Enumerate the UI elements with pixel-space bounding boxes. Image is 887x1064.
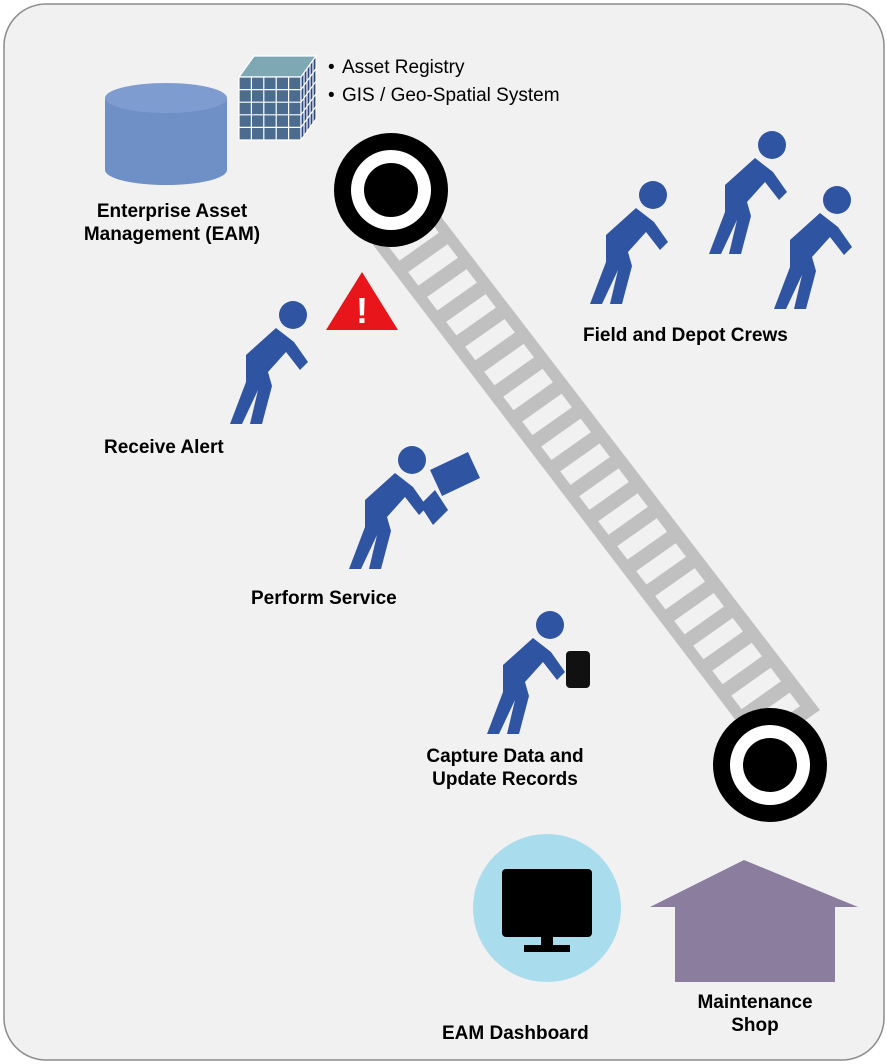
- ladder-rung: [484, 343, 534, 386]
- ladder-rung: [655, 568, 705, 610]
- eam-label-line2: Management (EAM): [83, 224, 261, 245]
- grid-cube-icon: [237, 54, 318, 142]
- ladder-rung: [712, 642, 762, 685]
- ladder-rung: [579, 468, 629, 510]
- ladder-conveyor: [364, 192, 820, 752]
- ladder-rung: [674, 593, 724, 635]
- ladder-rung: [503, 368, 553, 411]
- ladder-rung: [636, 543, 686, 585]
- ladder-rung: [408, 244, 458, 286]
- gis-bullet: •GIS / Geo-Spatial System: [328, 85, 560, 106]
- perform-service-label: Perform Service: [251, 588, 397, 609]
- ladder-rung: [541, 418, 591, 460]
- diagram-panel: [3, 3, 885, 1061]
- maintenance-shop-label: Maintenance Shop: [670, 991, 840, 1037]
- shop-line2: Shop: [731, 1015, 779, 1036]
- eam-label: Enterprise Asset Management (EAM): [72, 200, 272, 246]
- capture-data-label: Capture Data and Update Records: [395, 745, 615, 791]
- ladder-rung: [427, 269, 477, 311]
- eam-dashboard-label: EAM Dashboard: [442, 1023, 589, 1044]
- capture-line2: Update Records: [432, 769, 578, 790]
- ladder-rung: [446, 294, 496, 336]
- database-cylinder-icon: [105, 83, 227, 185]
- field-crews-label: Field and Depot Crews: [583, 325, 788, 346]
- warning-triangle-icon: !: [326, 272, 398, 331]
- receive-alert-label: Receive Alert: [104, 437, 224, 458]
- ladder-rung: [693, 617, 743, 660]
- svg-text:!: !: [356, 290, 368, 331]
- ladder-rung: [731, 667, 781, 710]
- monitor-icon: [502, 869, 592, 952]
- bottom-pulley-icon: [713, 708, 827, 822]
- eam-label-line1: Enterprise Asset: [96, 201, 248, 222]
- ladder-rung: [560, 443, 610, 485]
- ladder-rung: [617, 518, 667, 560]
- bullet-text: Asset Registry: [342, 57, 465, 78]
- house-icon: [650, 860, 858, 982]
- ladder-rung: [522, 393, 572, 436]
- ladder-rung: [598, 493, 648, 535]
- bullet-text: GIS / Geo-Spatial System: [342, 85, 560, 106]
- handheld-device-icon: [566, 651, 590, 688]
- shop-line1: Maintenance: [697, 992, 813, 1013]
- ladder-rung: [465, 319, 515, 361]
- top-pulley-icon: [334, 133, 448, 247]
- hammer-icon: [420, 452, 480, 525]
- capture-line1: Capture Data and: [426, 746, 584, 767]
- asset-registry-bullet: •Asset Registry: [328, 57, 465, 78]
